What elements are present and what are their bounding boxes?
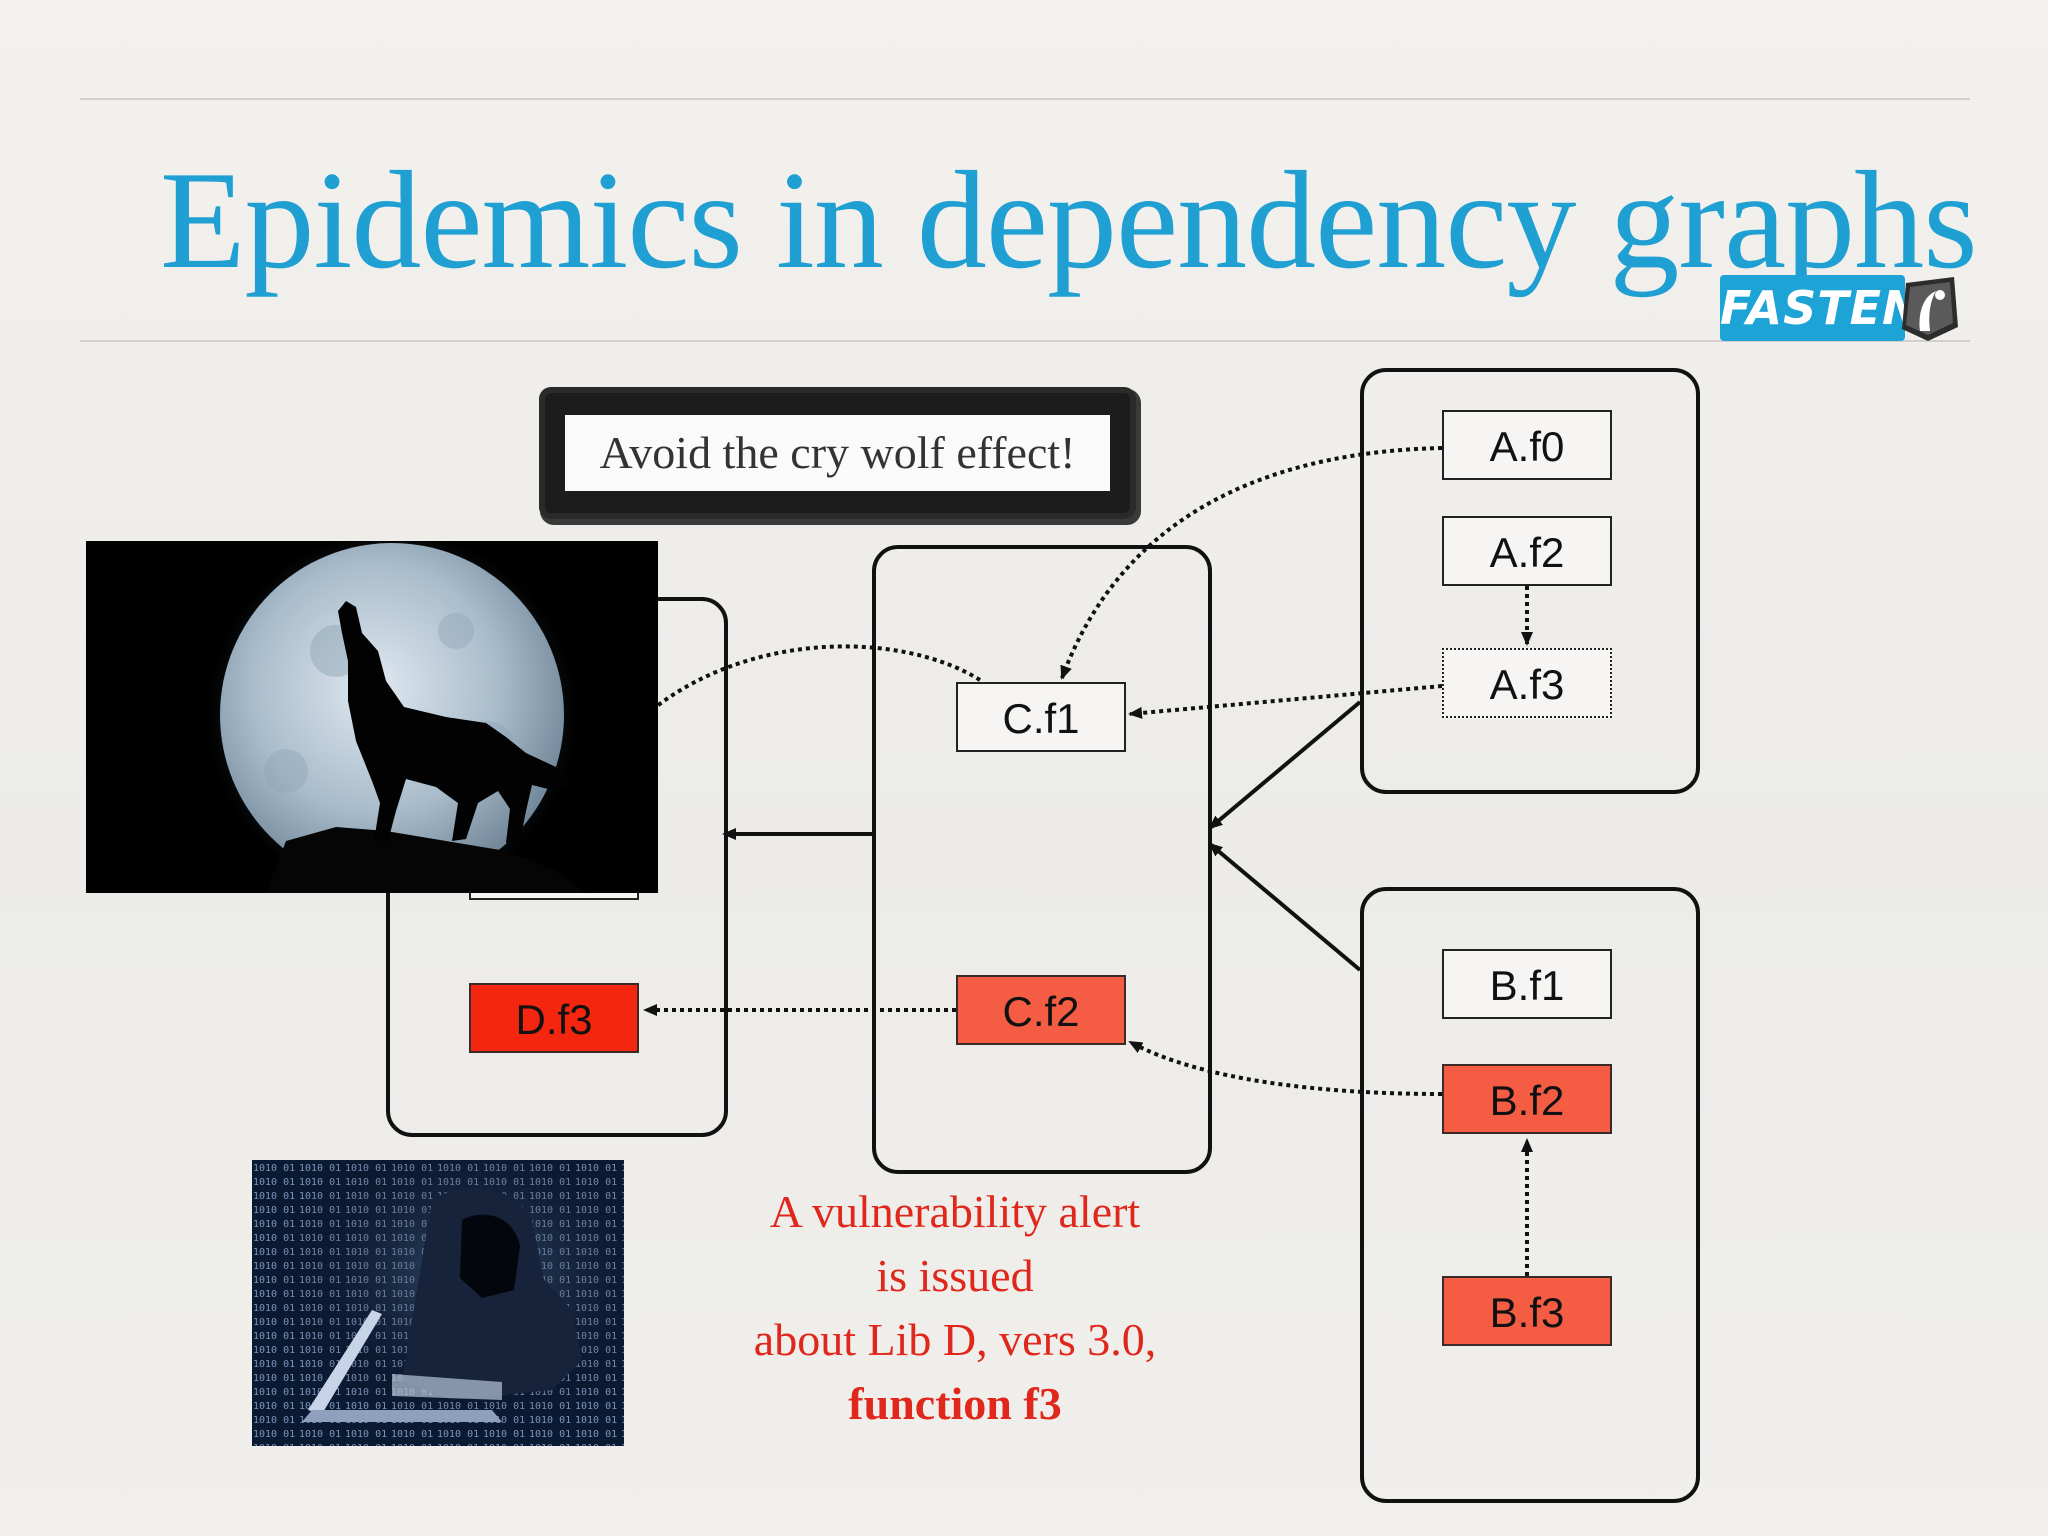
edge-a-f3-to-c-f1 (1128, 684, 1443, 719)
function-box-b-f2: B.f2 (1442, 1064, 1612, 1134)
alert-line-2: is issued (876, 1250, 1034, 1301)
edge-a-f0-to-c-f1 (1060, 446, 1443, 680)
fasten-logo-mark-icon (1902, 277, 1958, 341)
fasten-logo: FASTEN (1720, 275, 1970, 345)
wolf-howling-at-moon-image (86, 541, 658, 893)
function-box-c-f2: C.f2 (956, 975, 1126, 1045)
edge-library-a-to-c (1208, 700, 1362, 830)
function-box-c-f1: C.f1 (956, 682, 1126, 752)
function-box-d-f3: D.f3 (469, 983, 639, 1053)
top-rule (80, 98, 1970, 100)
alert-line-1: A vulnerability alert (769, 1186, 1141, 1237)
edge-library-b-to-c (1208, 842, 1362, 972)
banner-text: Avoid the cry wolf effect! (565, 415, 1110, 491)
title-rule (80, 340, 1970, 342)
hooded-hacker-image: 1010 01 (252, 1160, 624, 1446)
alert-line-4: function f3 (848, 1378, 1062, 1429)
function-box-a-f2: A.f2 (1442, 516, 1612, 586)
alert-line-3: about Lib D, vers 3.0, (753, 1314, 1157, 1365)
fasten-logo-text: FASTEN (1720, 275, 1921, 341)
edge-b-f2-to-c-f2 (1128, 1040, 1443, 1096)
library-b-container (1360, 887, 1700, 1503)
function-box-b-f3: B.f3 (1442, 1276, 1612, 1346)
library-a-container (1360, 368, 1700, 794)
vulnerability-alert-text: A vulnerability alert is issued about Li… (700, 1180, 1210, 1436)
cry-wolf-banner: Avoid the cry wolf effect! (545, 393, 1130, 513)
function-box-a-f0: A.f0 (1442, 410, 1612, 480)
function-box-a-f3: A.f3 (1442, 648, 1612, 718)
slide-title: Epidemics in dependency graphs (160, 143, 1978, 298)
function-box-b-f1: B.f1 (1442, 949, 1612, 1019)
library-c-container (872, 545, 1212, 1174)
edge-c-f1-to-d (638, 644, 982, 722)
